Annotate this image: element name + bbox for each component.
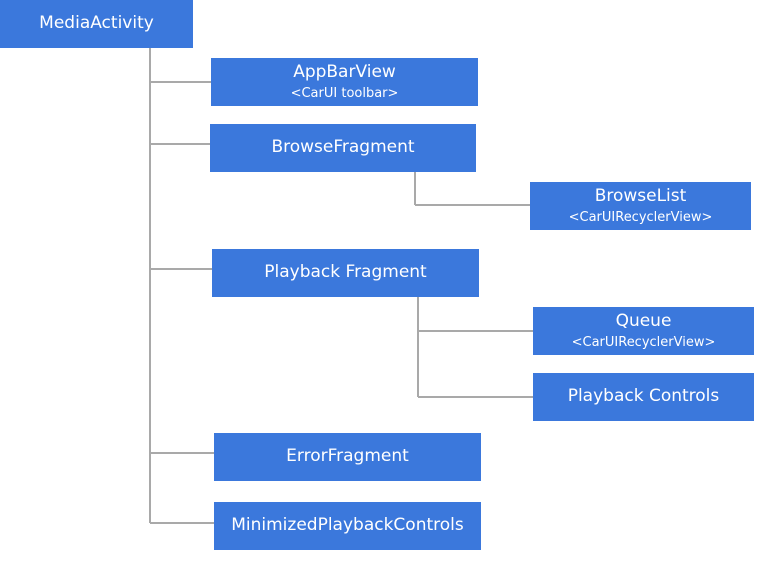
node-minimized-playback-controls: MinimizedPlaybackControls (214, 502, 481, 550)
node-label: Playback Controls (567, 386, 720, 407)
node-label: Queue (615, 311, 672, 332)
node-error-fragment: ErrorFragment (214, 433, 481, 481)
node-label: MinimizedPlaybackControls (231, 515, 464, 536)
node-app-bar-view: AppBarView <CarUI toolbar> (211, 58, 478, 106)
node-queue: Queue <CarUIRecyclerView> (533, 307, 754, 355)
node-label: ErrorFragment (286, 446, 409, 467)
node-browse-fragment: BrowseFragment (210, 124, 476, 172)
node-label: BrowseList (594, 186, 687, 207)
node-sublabel: <CarUI toolbar> (290, 85, 399, 101)
node-label: Playback Fragment (264, 262, 427, 283)
node-sublabel: <CarUIRecyclerView> (571, 334, 716, 350)
node-playback-fragment: Playback Fragment (212, 249, 479, 297)
node-label: BrowseFragment (271, 137, 415, 158)
node-playback-controls: Playback Controls (533, 373, 754, 421)
node-media-activity: MediaActivity (0, 0, 193, 48)
node-label: AppBarView (293, 62, 396, 83)
node-label: MediaActivity (39, 13, 154, 34)
node-sublabel: <CarUIRecyclerView> (568, 209, 713, 225)
node-browse-list: BrowseList <CarUIRecyclerView> (530, 182, 751, 230)
